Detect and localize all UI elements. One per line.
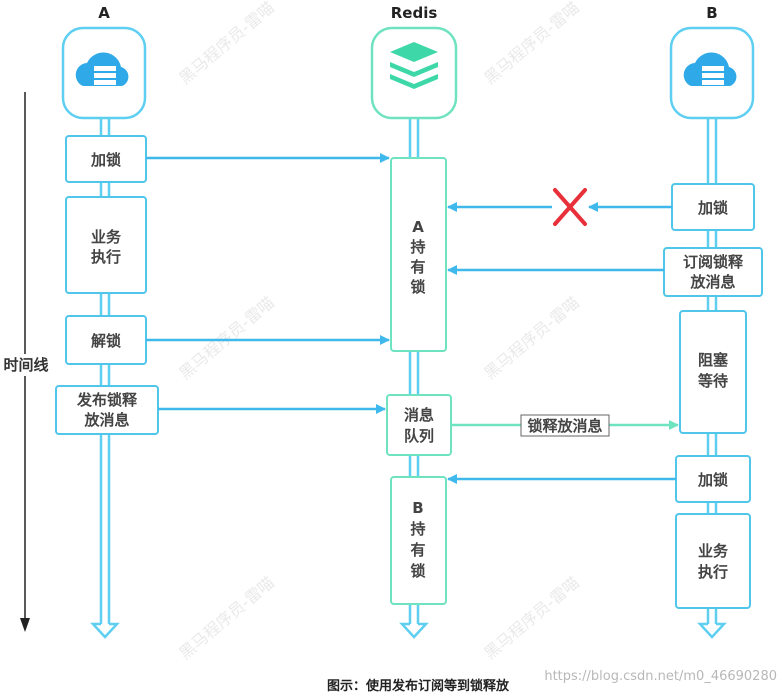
- redis-message-queue-box: 消息 队列: [386, 394, 452, 456]
- redis-queue-label-2: 队列: [404, 427, 434, 445]
- b-blocked-label-1: 阻塞: [698, 351, 729, 369]
- a-unlock-label: 解锁: [91, 332, 121, 350]
- message-label: 锁释放消息: [527, 417, 602, 435]
- watermark-stamp: 黑马程序员-雷喵: [175, 573, 277, 663]
- b-subscribe-label-1: 订阅锁释: [683, 253, 744, 271]
- lifeline-a: [99, 118, 111, 624]
- timeline-label: 时间线: [3, 356, 48, 374]
- redis-b-holds-2: 持: [410, 520, 425, 538]
- b-business-label-2: 执行: [698, 563, 728, 581]
- a-business-label-2: 执行: [91, 248, 121, 266]
- b-lock-fail-label: 加锁: [697, 199, 728, 217]
- lifeline-redis-arrowhead: [399, 622, 429, 639]
- watermark-stamp: 黑马程序员-雷喵: [175, 0, 277, 88]
- a-publish-label-1: 发布锁释: [76, 391, 138, 409]
- a-business-label-1: 业务: [91, 228, 122, 246]
- b-business-box: 业务 执行: [675, 513, 751, 609]
- b-lock-fail-box: 加锁: [671, 183, 755, 231]
- redis-a-holds-4: 锁: [410, 278, 425, 296]
- server-b-icon: [669, 26, 755, 120]
- redis-a-holds-lock-box: A 持 有 锁: [390, 157, 447, 352]
- b-blocked-label-2: 等待: [698, 372, 728, 390]
- timeline-arrowhead: [20, 618, 30, 632]
- b-subscribe-label-2: 放消息: [689, 273, 735, 291]
- redis-b-holds-3: 有: [410, 541, 425, 559]
- message-label-box: [520, 414, 610, 437]
- a-lock-box: 加锁: [65, 135, 147, 183]
- redis-a-holds-2: 持: [410, 238, 425, 256]
- b-lock-box: 加锁: [675, 455, 751, 503]
- lock-failed-x-icon: [553, 188, 587, 226]
- lifeline-a-arrowhead: [90, 622, 120, 639]
- b-lock-label: 加锁: [697, 471, 728, 489]
- watermark-stamp: 黑马程序员-雷喵: [175, 293, 277, 383]
- column-b-header: B: [706, 4, 717, 22]
- server-a-icon: [61, 26, 147, 120]
- source-watermark: https://blog.csdn.net/m0_46690280: [544, 669, 777, 684]
- watermark-stamp: 黑马程序员-雷喵: [480, 573, 582, 663]
- redis-b-holds-1: B: [412, 499, 423, 517]
- b-business-label-1: 业务: [698, 542, 729, 560]
- a-lock-label: 加锁: [90, 151, 121, 169]
- a-business-box: 业务 执行: [65, 196, 147, 294]
- b-subscribe-box: 订阅锁释 放消息: [663, 247, 763, 297]
- redis-queue-label-1: 消息: [404, 406, 434, 424]
- watermark-stamp: 黑马程序员-雷喵: [480, 293, 582, 383]
- figure-caption: 图示：使用发布订阅等到锁释放: [327, 678, 510, 694]
- redis-icon: [370, 26, 458, 120]
- redis-a-holds-1: A: [412, 218, 424, 236]
- redis-a-holds-3: 有: [410, 258, 425, 276]
- a-publish-label-2: 放消息: [83, 411, 129, 429]
- redis-b-holds-4: 锁: [410, 562, 425, 580]
- lifeline-b-arrowhead: [697, 622, 727, 639]
- a-unlock-box: 解锁: [65, 315, 147, 365]
- a-publish-box: 发布锁释 放消息: [55, 385, 159, 435]
- watermark-stamp: 黑马程序员-雷喵: [480, 0, 582, 88]
- redis-b-holds-lock-box: B 持 有 锁: [390, 476, 447, 605]
- column-a-header: A: [98, 4, 110, 22]
- b-blocked-wait-box: 阻塞 等待: [679, 310, 747, 434]
- column-redis-header: Redis: [391, 4, 438, 22]
